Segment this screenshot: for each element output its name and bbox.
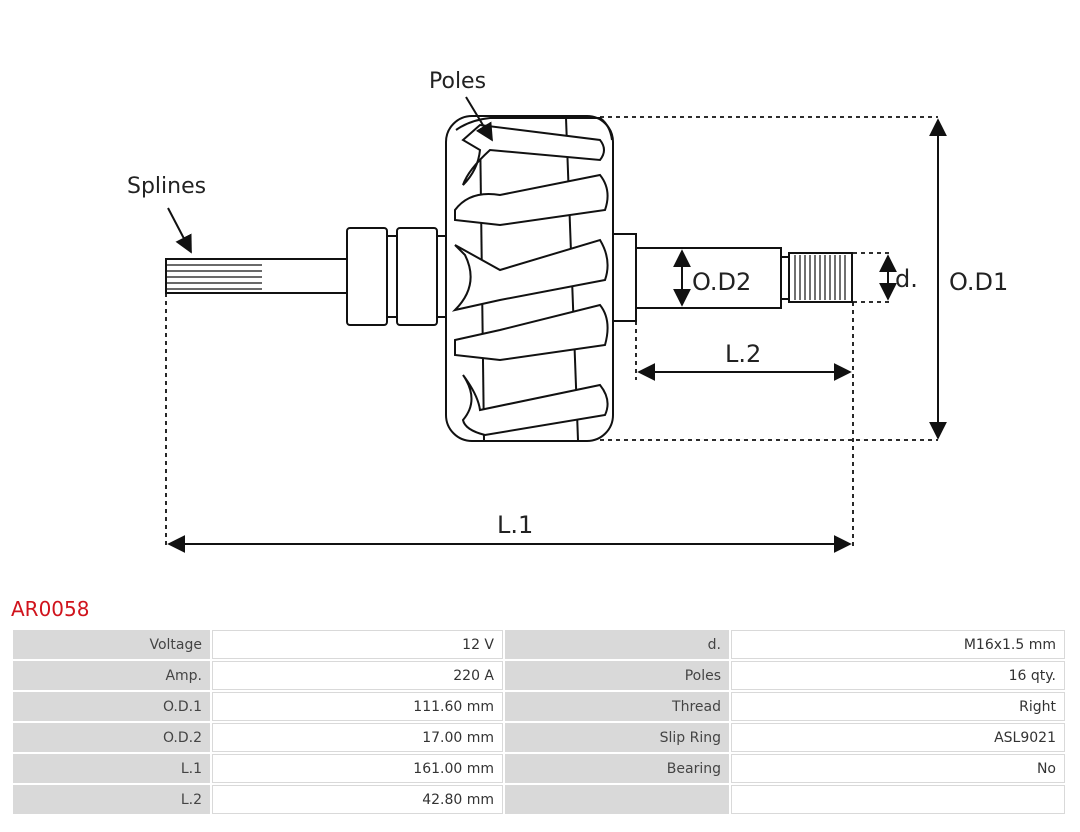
l2-label: L.2: [725, 340, 761, 368]
table-row: Voltage 12 V d. M16x1.5 mm: [13, 630, 1065, 659]
od1-label: O.D1: [949, 268, 1008, 296]
d-label: d.: [895, 265, 918, 293]
spec-label: [505, 785, 729, 814]
table-row: L.1 161.00 mm Bearing No: [13, 754, 1065, 783]
shaft-left: [165, 258, 349, 294]
spec-label: O.D.1: [13, 692, 210, 721]
armature-diagram: Poles Splines O.D2 d. O.D1 L.2 L.1: [127, 69, 1008, 553]
spec-value: ASL9021: [731, 723, 1065, 752]
spec-value: Right: [731, 692, 1065, 721]
spec-label: O.D.2: [13, 723, 210, 752]
thread-lines: [794, 255, 846, 300]
spec-label: Amp.: [13, 661, 210, 690]
spec-value: [731, 785, 1065, 814]
spec-label: Poles: [505, 661, 729, 690]
spec-value: 16 qty.: [731, 661, 1065, 690]
spec-value: M16x1.5 mm: [731, 630, 1065, 659]
extension-lines: [165, 116, 938, 548]
spec-label: Voltage: [13, 630, 210, 659]
spec-label: Thread: [505, 692, 729, 721]
shaft-right: [612, 233, 853, 322]
table-row: O.D.2 17.00 mm Slip Ring ASL9021: [13, 723, 1065, 752]
spec-label: L.2: [13, 785, 210, 814]
spec-label: d.: [505, 630, 729, 659]
spec-value: 111.60 mm: [212, 692, 503, 721]
spec-value: 42.80 mm: [212, 785, 503, 814]
spec-label: L.1: [13, 754, 210, 783]
splines-grooves: [166, 264, 262, 290]
table-row: O.D.1 111.60 mm Thread Right: [13, 692, 1065, 721]
collars: [346, 227, 448, 326]
table-row: Amp. 220 A Poles 16 qty.: [13, 661, 1065, 690]
spec-label: Slip Ring: [505, 723, 729, 752]
spec-value: No: [731, 754, 1065, 783]
rotor-poles-body: [445, 115, 614, 442]
spec-value: 161.00 mm: [212, 754, 503, 783]
splines-label: Splines: [127, 174, 206, 199]
poles-label: Poles: [429, 69, 486, 94]
spec-value: 12 V: [212, 630, 503, 659]
spec-label: Bearing: [505, 754, 729, 783]
spec-value: 17.00 mm: [212, 723, 503, 752]
part-number: AR0058: [11, 597, 90, 621]
spec-table: Voltage 12 V d. M16x1.5 mm Amp. 220 A Po…: [11, 628, 1067, 816]
spec-value: 220 A: [212, 661, 503, 690]
od2-label: O.D2: [692, 268, 751, 296]
l1-label: L.1: [497, 511, 533, 539]
table-row: L.2 42.80 mm: [13, 785, 1065, 814]
dimension-arrows: [167, 96, 947, 553]
